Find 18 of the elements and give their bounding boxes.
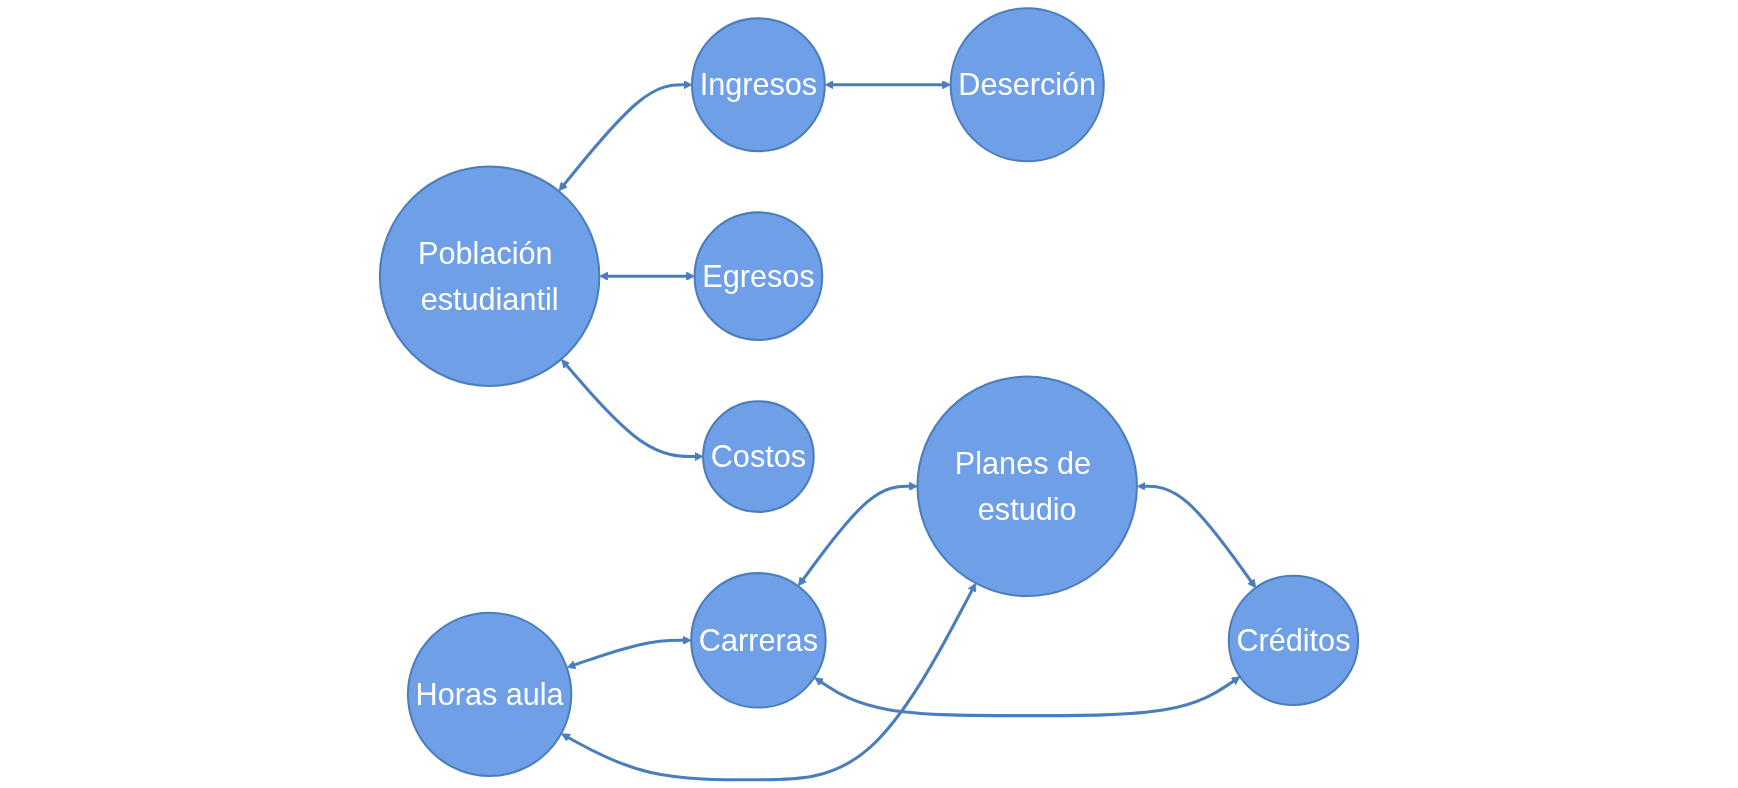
arrow	[561, 582, 977, 782]
node-circle: Ingresos	[691, 17, 826, 153]
arrow	[824, 80, 951, 90]
arrow	[561, 359, 704, 462]
node-circle: Costos	[702, 400, 815, 513]
arrow	[798, 481, 918, 587]
arrow	[558, 80, 693, 192]
arrow	[1136, 481, 1257, 589]
node-circle: Deserción	[949, 7, 1105, 163]
node-circle: Planes de estudio	[916, 375, 1138, 598]
arrow	[599, 271, 695, 281]
node-circle: Horas aula	[406, 611, 573, 778]
arrow	[566, 635, 692, 669]
node-circle: Carreras	[690, 572, 827, 709]
node-circle: Población estudiantil	[378, 165, 601, 387]
node-circle: Egresos	[693, 211, 824, 342]
arrow	[814, 676, 1241, 718]
node-circle: Créditos	[1227, 574, 1360, 706]
